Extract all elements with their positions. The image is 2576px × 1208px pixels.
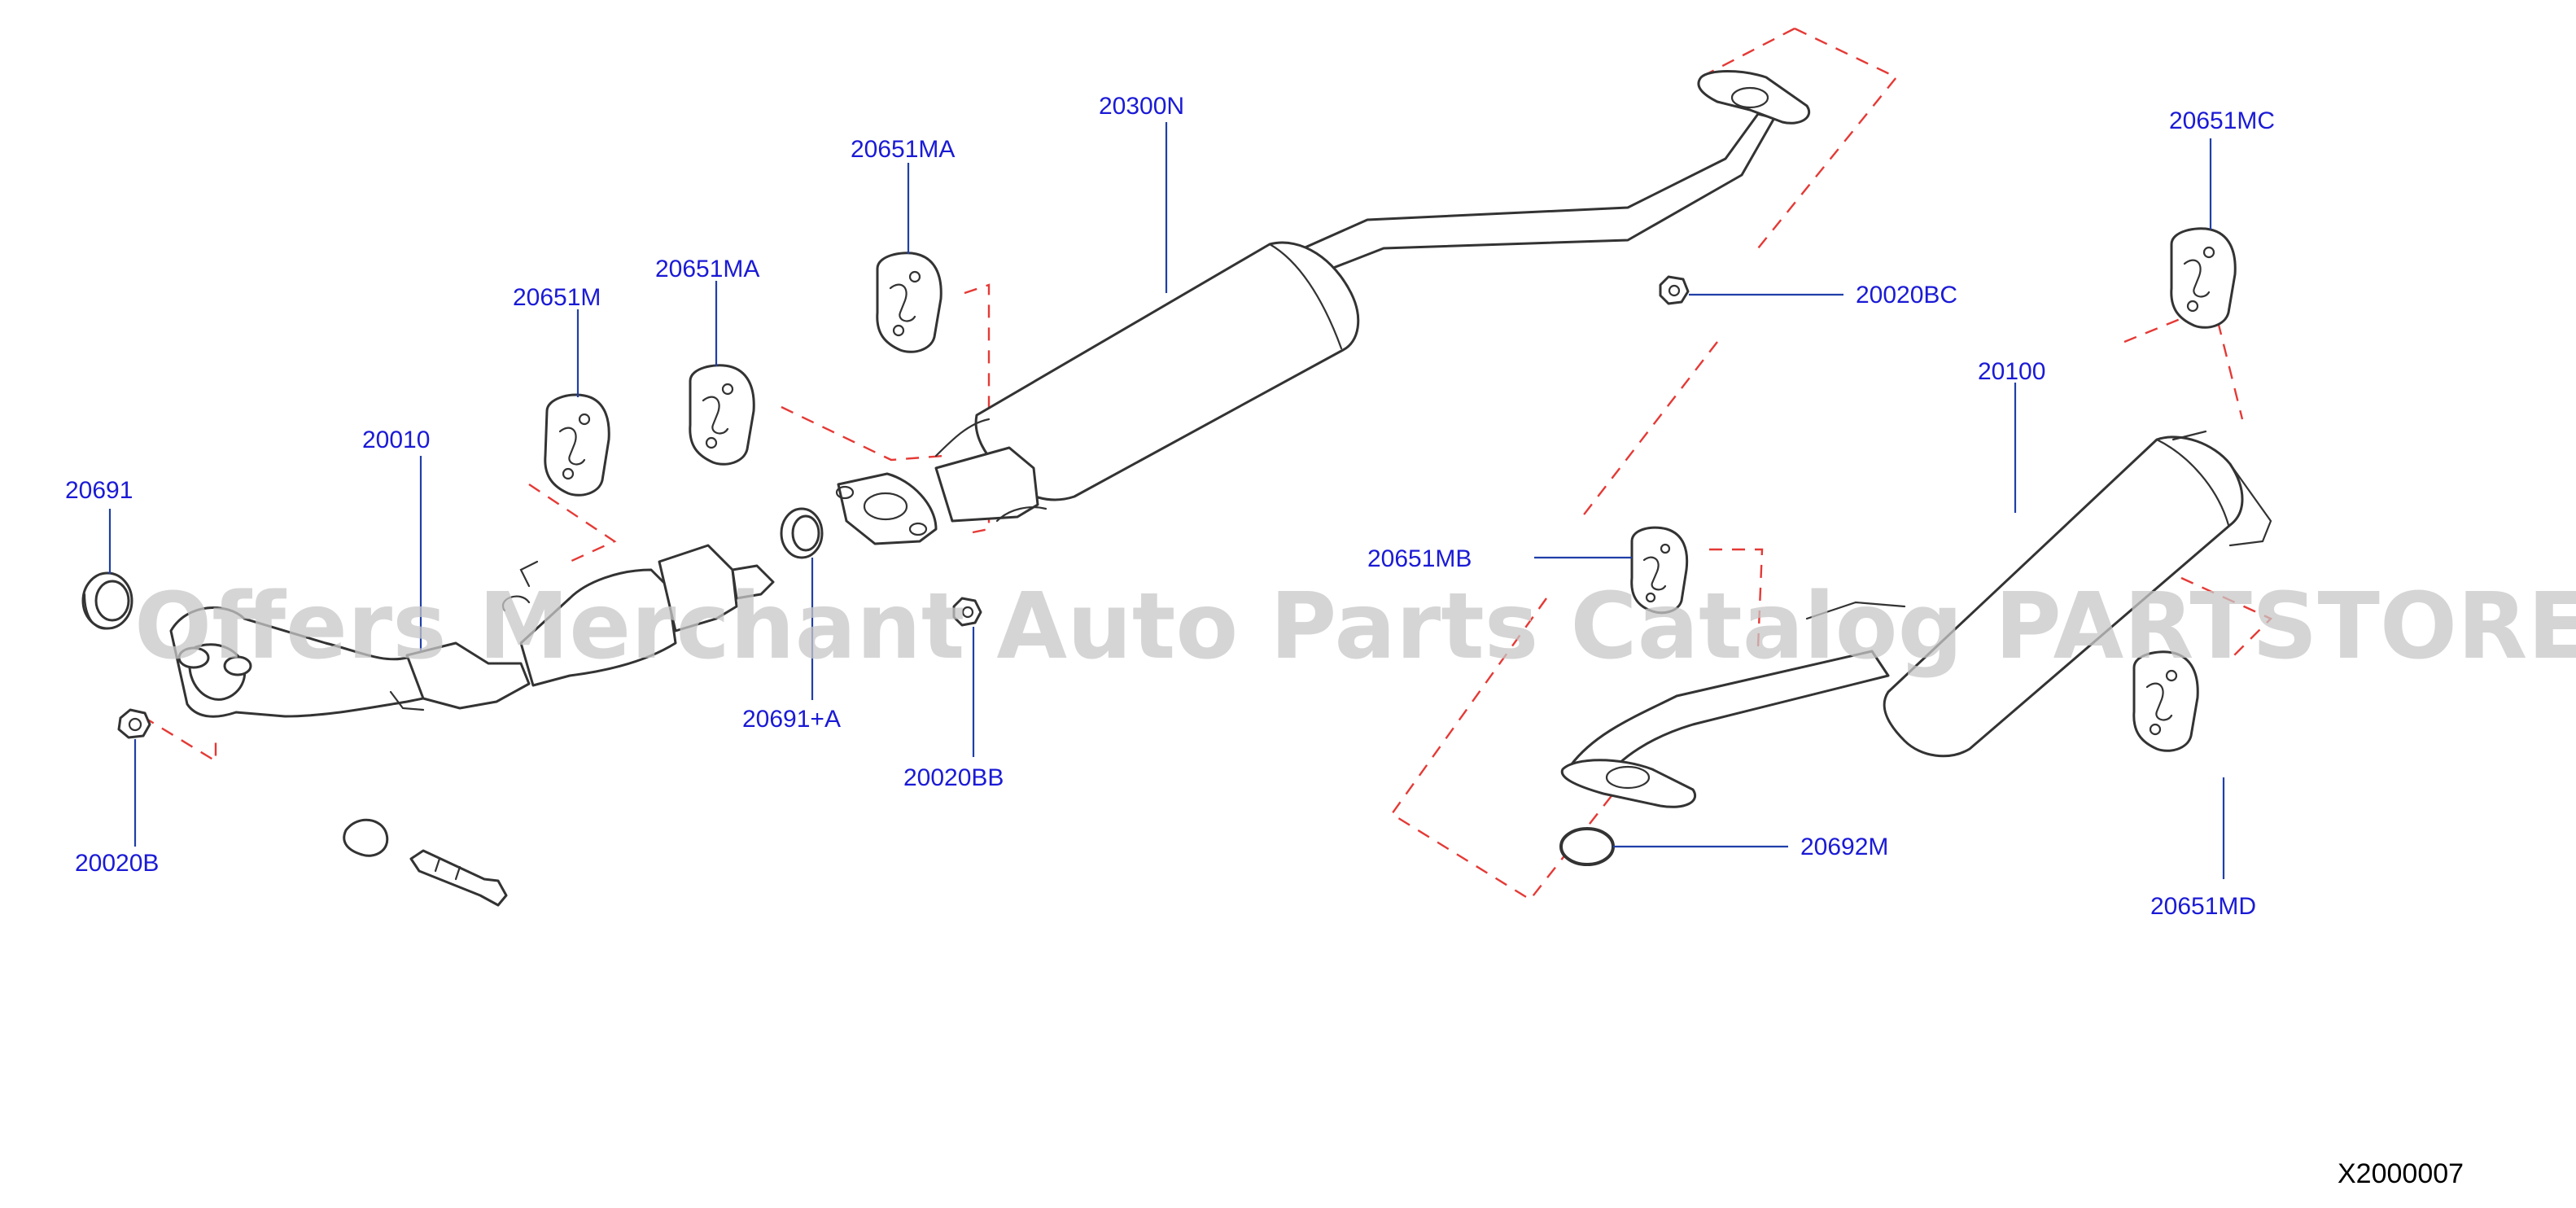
part-label-20651MB[interactable]: 20651MB bbox=[1367, 545, 1472, 572]
nut-20020BB[interactable] bbox=[952, 597, 982, 627]
part-label-20651MC[interactable]: 20651MC bbox=[2169, 107, 2275, 134]
part-label-20651MA-front[interactable]: 20651MA bbox=[655, 256, 759, 282]
hanger-rubber-20651M[interactable] bbox=[544, 393, 610, 497]
part-labels: 20300N 20651MA 20651MA 20651M 20010 2069… bbox=[65, 93, 2275, 920]
hanger-rubber-20651MD[interactable] bbox=[2132, 650, 2199, 752]
nut-20020B[interactable] bbox=[117, 708, 151, 739]
part-label-20691A[interactable]: 20691+A bbox=[742, 706, 841, 733]
gasket-ring-20691[interactable] bbox=[81, 571, 133, 630]
part-label-20691[interactable]: 20691 bbox=[65, 477, 133, 504]
gasket-ring-20692M[interactable] bbox=[1559, 827, 1615, 866]
part-label-20020BB[interactable]: 20020BB bbox=[903, 764, 1004, 791]
part-label-20692M[interactable]: 20692M bbox=[1800, 834, 1888, 860]
part-label-20651M[interactable]: 20651M bbox=[513, 284, 601, 311]
part-label-20010[interactable]: 20010 bbox=[362, 427, 430, 453]
gasket-ring-20691A[interactable] bbox=[780, 507, 824, 559]
part-label-20651MD[interactable]: 20651MD bbox=[2150, 893, 2256, 920]
hanger-rubber-20651MB[interactable] bbox=[1630, 526, 1689, 615]
part-label-20651MA-rear[interactable]: 20651MA bbox=[851, 136, 955, 163]
dashed-guides bbox=[142, 27, 2273, 901]
watermark: Offers Merchant Auto Parts Catalog PARTS… bbox=[134, 574, 2576, 680]
hanger-rubber-20651MA-rear[interactable] bbox=[876, 252, 942, 353]
front-exhaust-tube-20010[interactable] bbox=[169, 544, 775, 718]
nut-20020BC[interactable] bbox=[1659, 275, 1690, 305]
part-label-20020BC[interactable]: 20020BC bbox=[1856, 282, 1957, 309]
oxygen-sensor[interactable] bbox=[343, 818, 508, 907]
hanger-rubber-20651MA-front[interactable] bbox=[689, 364, 755, 466]
part-label-20100[interactable]: 20100 bbox=[1978, 358, 2045, 385]
part-label-20020B[interactable]: 20020B bbox=[75, 850, 159, 877]
rear-muffler-20100[interactable] bbox=[1560, 430, 2272, 808]
center-muffler-20300N[interactable] bbox=[835, 70, 1810, 545]
part-label-20300N[interactable]: 20300N bbox=[1099, 93, 1184, 120]
hanger-rubber-20651MC[interactable] bbox=[2170, 227, 2237, 329]
leader-lines bbox=[108, 122, 2225, 879]
diagram-code: X2000007 bbox=[2338, 1158, 2464, 1189]
